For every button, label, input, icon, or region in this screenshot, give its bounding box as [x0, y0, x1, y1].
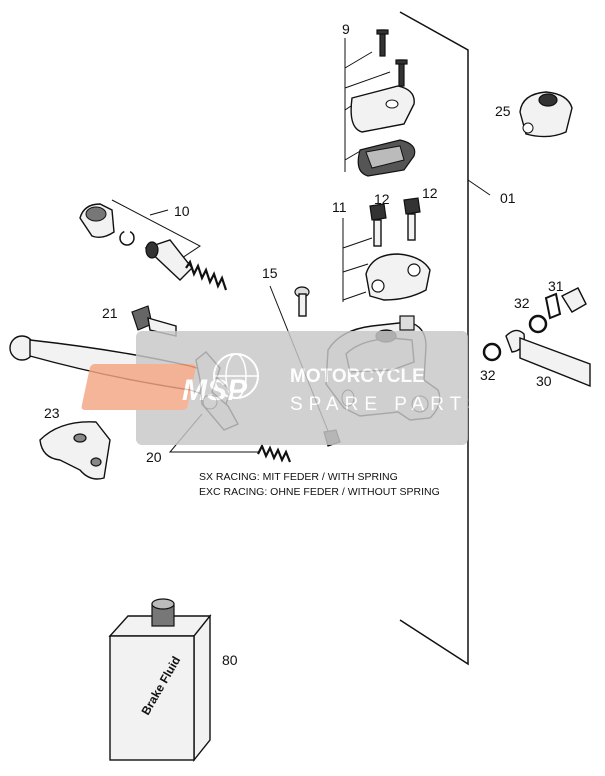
clamp-with-bolts [342, 197, 431, 302]
label-32b: 32 [480, 367, 496, 383]
label-20: 20 [146, 449, 162, 465]
label-10: 10 [174, 203, 190, 219]
label-12b: 12 [422, 185, 438, 201]
label-32a: 32 [514, 295, 530, 311]
lever-boot [39, 421, 111, 480]
label-01: 01 [500, 190, 516, 206]
label-15: 15 [262, 265, 278, 281]
watermark-line2: SPARE PARTS [290, 394, 486, 415]
watermark: MSP MOTORCYCLE SPARE PARTS [81, 331, 486, 445]
handlebar-clamp-25 [519, 91, 573, 138]
label-12a: 12 [374, 191, 390, 207]
piston-kit [79, 199, 228, 291]
label-31: 31 [548, 278, 564, 294]
note-exc-racing: EXC RACING: OHNE FEDER / WITHOUT SPRING [199, 486, 440, 498]
label-21: 21 [102, 305, 118, 321]
label-9: 9 [342, 21, 350, 37]
master-cylinder-cover [344, 29, 416, 177]
label-11: 11 [332, 199, 347, 215]
watermark-logo: MSP [182, 374, 248, 407]
watermark-logo-box [81, 364, 196, 410]
label-30: 30 [536, 373, 552, 389]
label-25: 25 [495, 103, 511, 119]
watermark-line1: MOTORCYCLE [290, 366, 425, 387]
brake-line-fittings [482, 287, 591, 388]
watermark-band [136, 331, 468, 445]
note-sx-racing: SX RACING: MIT FEDER / WITH SPRING [199, 471, 398, 483]
label-23: 23 [44, 405, 60, 421]
brake-fluid-bottle: Brake Fluid [108, 598, 212, 762]
label-80: 80 [222, 652, 238, 668]
